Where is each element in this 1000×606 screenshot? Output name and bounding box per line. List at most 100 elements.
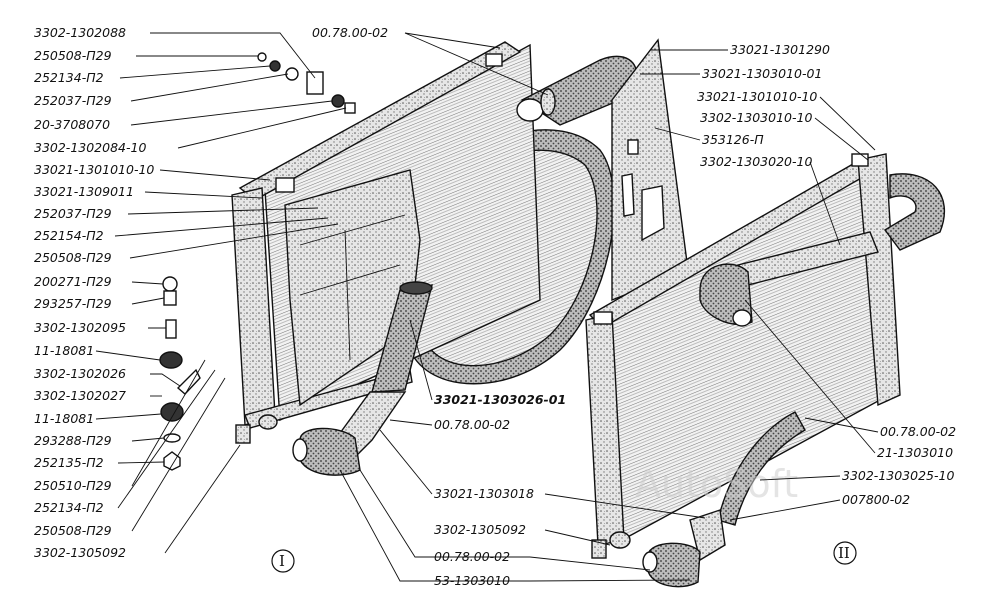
label-right-4: 3302-1303010-10	[700, 110, 812, 125]
label-left-24: 3302-1305092	[34, 545, 126, 560]
leader-b2	[359, 469, 530, 558]
label-left-6: 3302-1302084-10	[34, 140, 146, 155]
label-left-7: 33021-1301010-10	[34, 162, 154, 177]
label-left-22: 252134-П2	[34, 500, 104, 515]
leader-19	[131, 437, 165, 442]
top-bracket-1	[275, 177, 295, 193]
bolt-293257	[163, 290, 177, 306]
label-right-5: 353126-П	[702, 132, 764, 147]
plug-20-3708070	[331, 94, 345, 108]
leader-4	[130, 73, 289, 102]
leader-r6	[809, 161, 841, 246]
label-bottom-3: 53-1303010	[434, 573, 510, 588]
label-left-23: 250508-П29	[34, 523, 112, 538]
nut-252135	[163, 451, 181, 471]
label-br-4: 007800-02	[842, 492, 910, 507]
leader-br4	[729, 499, 841, 521]
drain-nozzle-1	[235, 424, 251, 444]
label-left-8: 33021-1309011	[34, 184, 134, 199]
leader-top-a	[404, 32, 501, 49]
bracket-1302026	[176, 368, 201, 395]
label-right-2: 33021-1303010-01	[702, 66, 822, 81]
cushion-11-18081-b	[160, 402, 184, 422]
leader-b1	[544, 529, 611, 546]
leader-22	[117, 369, 216, 509]
label-br-3: 3302-1303025-10	[842, 468, 954, 483]
bottom-label-group: 3302-1305092 00.78.00-02 53-1303010	[434, 522, 526, 588]
sleeve-3302-1302084	[344, 102, 356, 114]
label-left-2: 250508-П29	[34, 48, 112, 63]
bottom-right-label-group: 00.78.00-02 21-1303010 3302-1303025-10 0…	[842, 424, 956, 507]
right-label-group: 33021-1301290 33021-1303010-01 33021-130…	[697, 42, 830, 169]
label-mid-3: 33021-1303018	[434, 486, 534, 501]
shroud-rib-1	[299, 214, 406, 246]
leader-r3	[819, 96, 876, 151]
view-marker-2: II	[833, 541, 857, 565]
label-left-15: 11-18081	[34, 343, 94, 358]
label-br-2: 21-1303010	[877, 445, 953, 460]
drain-cock-1	[258, 414, 278, 430]
label-bottom-1: 3302-1305092	[434, 522, 526, 537]
view-marker-1: I	[271, 549, 295, 573]
cushion-11-18081-a	[159, 351, 183, 369]
radiator-1	[159, 41, 638, 476]
label-left-10: 252154-П2	[34, 228, 104, 243]
label-left-20: 252135-П2	[34, 455, 104, 470]
upper-hose-1-end	[516, 98, 544, 122]
upper-hose-1-clamp	[540, 88, 556, 116]
label-bottom-2: 00.78.00-02	[434, 549, 510, 564]
left-label-column: 3302-1302088 250508-П29 252134-П2 252037…	[34, 25, 154, 560]
leader-8	[144, 191, 263, 199]
seal-panel-slot-2	[641, 185, 665, 242]
drain-nozzle-2	[591, 539, 607, 559]
label-left-11: 250508-П29	[34, 250, 112, 265]
leader-m2	[389, 419, 433, 426]
leader-23	[131, 377, 226, 532]
leader-b2b	[529, 556, 651, 571]
bracket-1302088	[306, 71, 324, 95]
leader-m4	[544, 493, 706, 519]
leader-b3	[339, 469, 530, 582]
lower-elbow-2-end	[642, 551, 658, 573]
label-left-21: 250510-П29	[34, 478, 112, 493]
view-1-label: I	[279, 552, 285, 570]
elbow-2a	[699, 263, 753, 326]
leader-b3b	[529, 579, 691, 582]
leader-11	[129, 223, 339, 259]
leader-r4	[814, 117, 869, 161]
washer-250508	[269, 60, 281, 72]
seal-panel-slot-1	[627, 139, 639, 155]
shroud-rib-2	[299, 264, 401, 296]
label-right-1: 33021-1301290	[730, 42, 830, 57]
label-right-6: 3302-1303020-10	[700, 154, 812, 169]
leader-5	[130, 100, 333, 126]
lower-pipe-2	[689, 509, 726, 562]
leader-18	[95, 413, 162, 420]
label-mid-1: 33021-1303026-01	[434, 392, 566, 407]
label-left-16: 3302-1302026	[34, 366, 126, 381]
leader-lines	[95, 32, 879, 582]
middle-label-group: 33021-1303026-01 00.78.00-02 33021-13030…	[434, 392, 566, 501]
leader-13	[131, 297, 165, 305]
label-left-17: 3302-1302027	[34, 388, 126, 403]
leader-15	[95, 350, 161, 361]
lower-elbow-2	[647, 542, 701, 588]
leader-20	[117, 461, 165, 464]
label-left-1: 3302-1302088	[34, 25, 126, 40]
washer-293288	[163, 433, 181, 443]
leader-7	[159, 169, 271, 181]
seal-panel-slot-3	[621, 173, 635, 217]
label-left-13: 293257-П29	[34, 296, 112, 311]
cap-200271	[162, 276, 178, 292]
top-bracket-2	[485, 53, 503, 67]
label-left-3: 252134-П2	[34, 70, 104, 85]
leader-10	[114, 217, 329, 237]
label-left-5: 20-3708070	[34, 117, 110, 132]
label-br-1: 00.78.00-02	[880, 424, 956, 439]
watermark: AutoSoft	[635, 462, 798, 506]
sleeve-1302095	[165, 319, 177, 339]
lower-hose-1-top	[399, 281, 433, 295]
leader-9	[127, 207, 319, 215]
